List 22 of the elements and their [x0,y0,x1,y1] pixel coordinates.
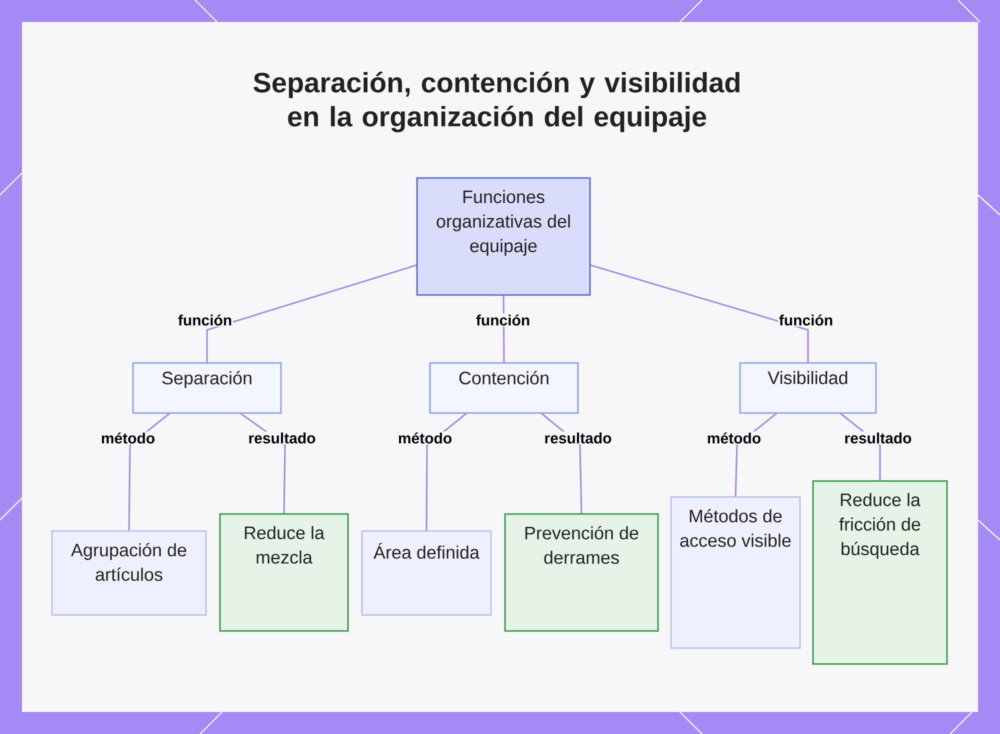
edge-label: función [176,313,234,327]
result-box: Reduce la fricción de búsqueda [812,480,948,665]
edge-label: función [474,313,532,327]
connector-line [590,264,809,363]
edge-label: función [778,313,834,327]
method-box: Área definida [361,530,492,616]
edge-label: método [396,431,454,445]
category-box: Contención [429,362,579,414]
edge-label: resultado [843,432,913,445]
category-box: Separación [132,362,282,414]
edge-label: método [706,431,762,445]
edge-label: resultado [543,432,613,445]
result-box: Prevención de derrames [504,513,659,632]
method-box: Métodos de acceso visible [670,496,801,649]
title: Separación, contención y visibilidad en la organización del equipaje [254,72,740,132]
process-box: Funciones organizativas del equipaje [416,177,591,296]
category-box: Visibilidad [739,362,877,414]
method-box: Agrupación de artículos [51,530,207,616]
edge-label: resultado [247,432,317,445]
result-box: Reduce la mezcla [219,513,349,632]
edge-label: método [100,431,156,445]
connector-line [206,264,418,363]
